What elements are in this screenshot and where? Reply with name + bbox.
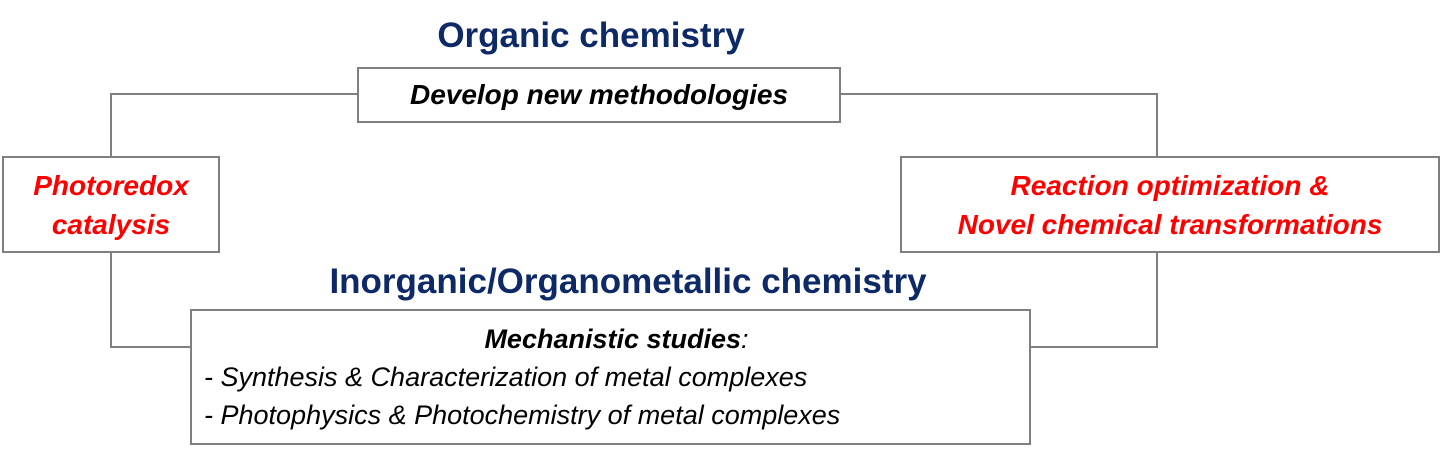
connector-bottom-left: [110, 252, 191, 348]
reaction-box: Reaction optimization & Novel chemical t…: [900, 156, 1440, 253]
organic-chemistry-title: Organic chemistry: [437, 16, 745, 55]
methodologies-label: Develop new methodologies: [409, 79, 789, 110]
photoredox-line-1: Photoredox: [33, 169, 189, 201]
mechanistic-item: - Photophysics & Photochemistry of metal…: [204, 400, 841, 430]
photoredox-line-2: catalysis: [51, 208, 171, 240]
connector-top-right: [840, 93, 1158, 156]
connector-top-left: [110, 93, 358, 156]
connector-bottom-right: [1030, 252, 1158, 348]
photoredox-box: Photoredox catalysis: [2, 156, 220, 253]
methodologies-box: Develop new methodologies: [357, 67, 841, 123]
reaction-line-1: Reaction optimization &: [1010, 169, 1330, 201]
mechanistic-studies-box: Mechanistic studies: - Synthesis & Chara…: [190, 309, 1031, 445]
reaction-line-2: Novel chemical transformations: [957, 208, 1383, 240]
mechanistic-heading: Mechanistic studies: [484, 324, 742, 354]
mechanistic-colon: :: [741, 324, 749, 354]
mechanistic-heading-row: Mechanistic studies:: [204, 320, 1029, 358]
mechanistic-item: - Synthesis & Characterization of metal …: [204, 362, 808, 392]
inorganic-chemistry-title: Inorganic/Organometallic chemistry: [329, 262, 927, 301]
